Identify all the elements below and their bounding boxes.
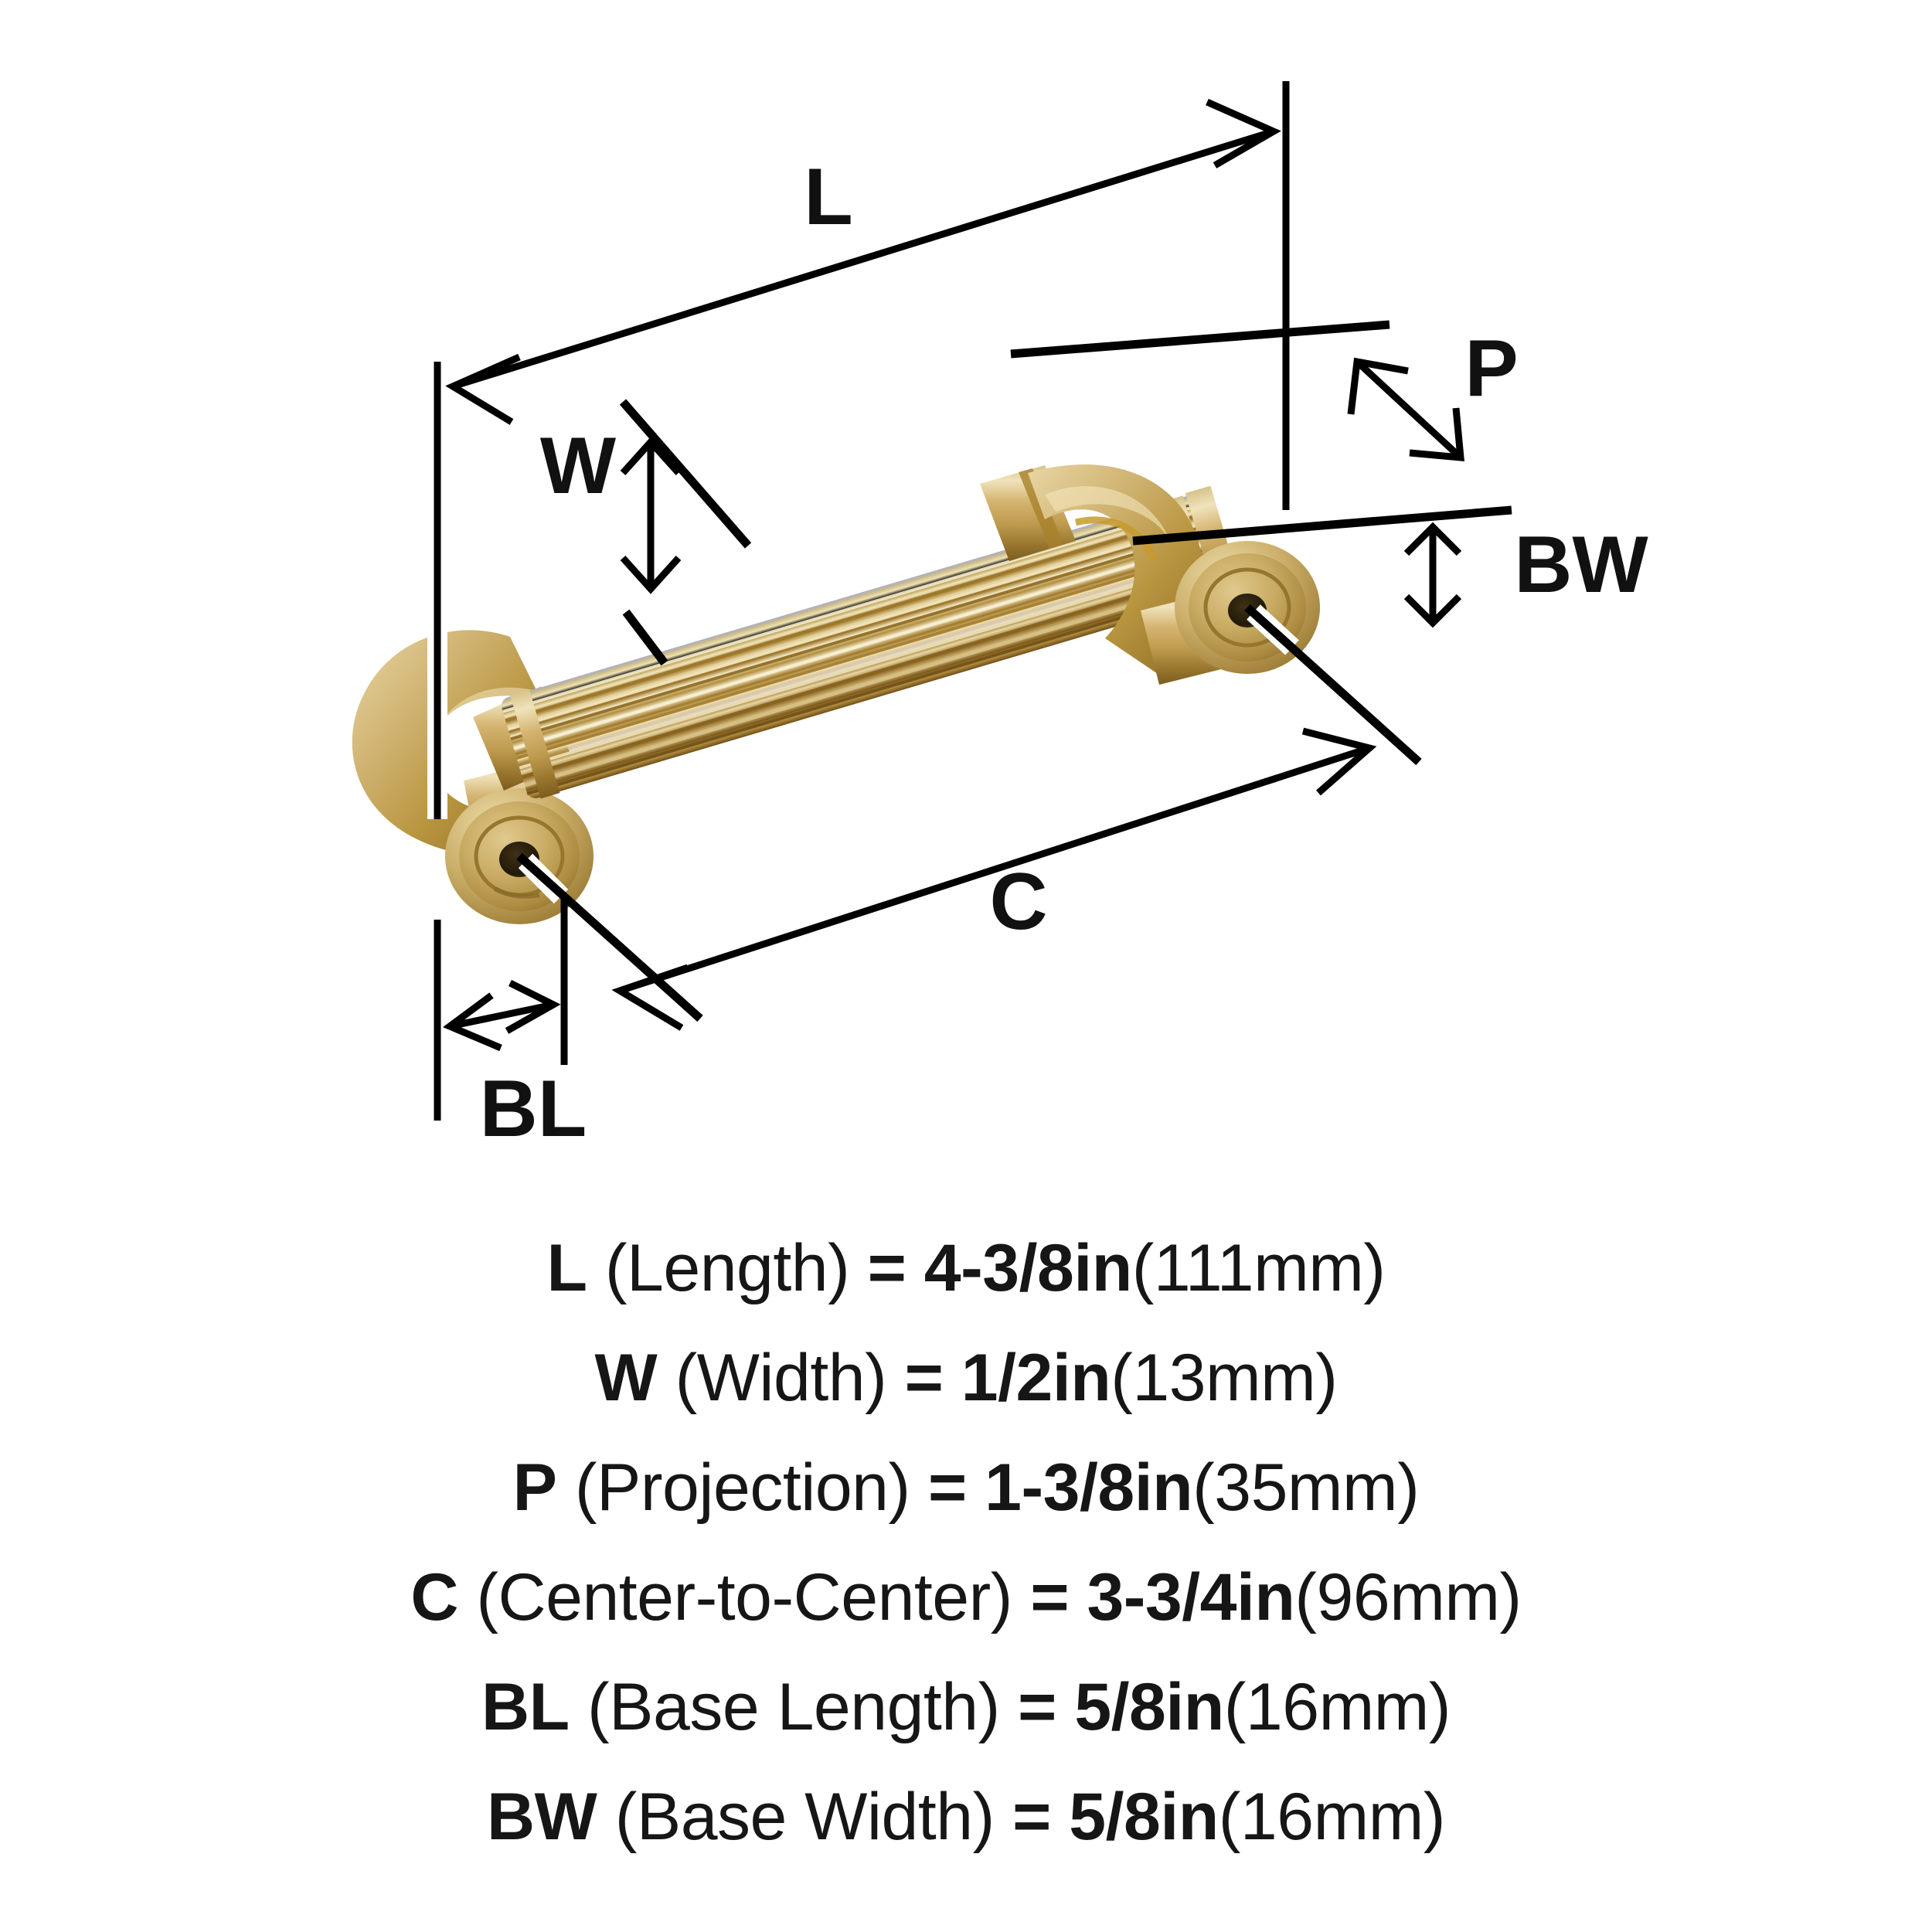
left-post-engraving xyxy=(493,886,540,899)
L-label: L xyxy=(804,152,853,242)
legend-equals-BW: = xyxy=(1012,1780,1051,1854)
product-dimension-diagram: L W P xyxy=(352,81,1648,1154)
dimension-C: C xyxy=(516,604,1422,1031)
legend-row-L: L (Length) = 4-3/8in(111mm) xyxy=(0,1213,1932,1323)
legend-name-L: (Length) xyxy=(604,1231,850,1305)
product-illustration xyxy=(352,464,1320,924)
legend-metric-BL: (16mm) xyxy=(1223,1670,1451,1744)
legend-row-W: W (Width) = 1/2in(13mm) xyxy=(0,1323,1932,1433)
legend-row-C: C (Center-to-Center) = 3-3/4in(96mm) xyxy=(0,1543,1932,1652)
P-arrowhead-up xyxy=(1347,357,1409,415)
P-arrowhead-down xyxy=(1409,407,1464,461)
legend-symbol-W: W xyxy=(594,1341,658,1415)
dimension-P: P xyxy=(1010,320,1519,546)
legend-symbol-BL: BL xyxy=(481,1670,570,1744)
P-leader-lower xyxy=(1132,505,1512,546)
legend-symbol-BW: BW xyxy=(487,1780,597,1854)
legend-value-W: 1/2in xyxy=(961,1341,1111,1415)
legend-value-BW: 5/8in xyxy=(1069,1780,1219,1854)
legend-metric-W: (13mm) xyxy=(1111,1341,1338,1415)
right-elbow-highlight xyxy=(1045,486,1170,541)
left-elbow-body xyxy=(352,630,541,858)
C-label: C xyxy=(989,857,1047,947)
legend-value-C: 3-3/4in xyxy=(1087,1560,1295,1634)
legend-name-P: (Projection) xyxy=(574,1451,910,1525)
dimension-W: W xyxy=(540,399,752,666)
dimension-BW: BW xyxy=(1403,520,1648,628)
W-leader-lower xyxy=(622,609,668,666)
P-dimension-line xyxy=(1354,359,1464,461)
legend-value-L: 4-3/8in xyxy=(923,1231,1132,1305)
legend-row-BW: BW (Base Width) = 5/8in(16mm) xyxy=(0,1762,1932,1872)
BW-arrowhead-up xyxy=(1403,522,1462,556)
legend-equals-W: = xyxy=(904,1341,944,1415)
C-arrowhead-right xyxy=(1301,727,1377,796)
dimension-legend: L (Length) = 4-3/8in(111mm) W (Width) = … xyxy=(0,1213,1932,1932)
BW-arrowhead-down xyxy=(1403,594,1462,628)
legend-name-BW: (Base Width) xyxy=(614,1780,995,1854)
legend-symbol-P: P xyxy=(512,1451,557,1525)
C-tick-left xyxy=(516,852,703,1022)
legend-metric-L: (111mm) xyxy=(1131,1231,1386,1305)
legend-value-P: 1-3/8in xyxy=(985,1451,1193,1525)
P-leader-upper xyxy=(1010,320,1390,359)
BL-dimension-line xyxy=(449,1001,554,1030)
legend-name-W: (Width) xyxy=(675,1341,887,1415)
C-tick-right xyxy=(1244,604,1422,766)
W-arrowhead-down xyxy=(620,555,682,594)
fluted-bar-reeds xyxy=(502,499,1240,796)
right-post-ring xyxy=(1203,567,1291,648)
legend-symbol-L: L xyxy=(546,1231,587,1305)
BL-arrowhead-left xyxy=(442,992,502,1052)
L-dimension-line xyxy=(451,128,1275,390)
BL-label: BL xyxy=(480,1064,587,1154)
L-arrowhead-right xyxy=(1206,98,1281,168)
legend-metric-BW: (16mm) xyxy=(1218,1780,1446,1854)
C-dimension-line xyxy=(618,744,1371,995)
W-label: W xyxy=(540,421,617,511)
legend-row-BL: BL (Base Length) = 5/8in(16mm) xyxy=(0,1652,1932,1762)
BL-arrowhead-right xyxy=(505,979,561,1034)
legend-symbol-C: C xyxy=(410,1560,458,1634)
bar-left-collar-a xyxy=(509,689,560,799)
legend-value-BL: 5/8in xyxy=(1074,1670,1224,1744)
legend-row-P: P (Projection) = 1-3/8in(35mm) xyxy=(0,1433,1932,1543)
L-arrowhead-left xyxy=(445,353,521,425)
W-leader-upper xyxy=(619,399,752,549)
C-arrowhead-left xyxy=(611,964,689,1031)
diagram-svg: L W P xyxy=(352,81,1648,1154)
legend-equals-BL: = xyxy=(1018,1670,1056,1744)
legend-equals-P: = xyxy=(928,1451,967,1525)
legend-metric-P: (35mm) xyxy=(1192,1451,1420,1525)
legend-name-BL: (Base Length) xyxy=(587,1670,1000,1744)
BW-label: BW xyxy=(1514,520,1648,610)
legend-metric-C: (96mm) xyxy=(1294,1560,1522,1634)
P-label: P xyxy=(1464,324,1518,413)
legend-name-C: (Center-to-Center) xyxy=(476,1560,1012,1634)
legend-equals-L: = xyxy=(867,1231,906,1305)
dimension-BL: BL xyxy=(434,898,587,1154)
legend-equals-C: = xyxy=(1030,1560,1070,1634)
W-arrowhead-up xyxy=(620,437,682,476)
right-elbow-reed xyxy=(1074,516,1157,561)
